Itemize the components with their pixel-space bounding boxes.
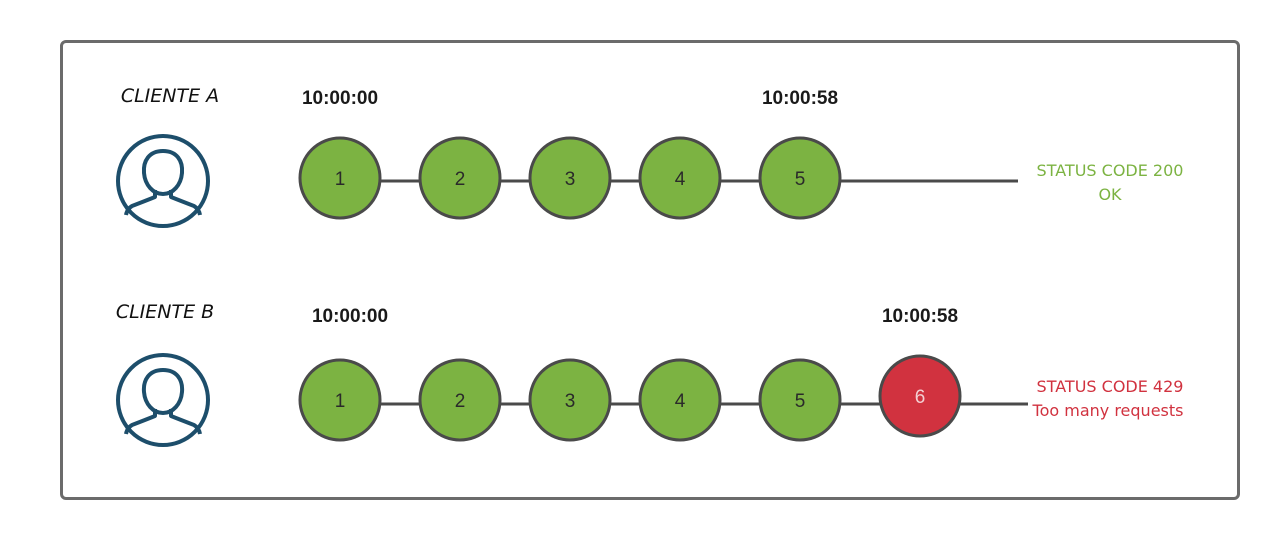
- start-time-b: 10:00:00: [312, 306, 388, 327]
- request-node-label: 4: [675, 169, 686, 190]
- request-node-label: 1: [335, 391, 346, 412]
- row-cliente-a: CLIENTE A 10:00:00 10:00:58 1 2 3 4 5: [116, 85, 1184, 228]
- request-node-label: 1: [335, 169, 346, 190]
- client-label-b: CLIENTE B: [116, 301, 214, 323]
- end-time-b: 10:00:58: [882, 306, 958, 327]
- request-node-label: 4: [675, 391, 686, 412]
- user-avatar-icon: [116, 353, 210, 447]
- request-node-label: 5: [795, 169, 806, 190]
- end-time-a: 10:00:58: [762, 88, 838, 109]
- request-node: 3: [528, 136, 612, 220]
- request-node-label: 3: [565, 391, 576, 412]
- request-node: 1: [298, 358, 382, 442]
- user-avatar-icon: [116, 134, 210, 228]
- row-cliente-b: CLIENTE B 10:00:00 10:00:58 1 2 3 4 5: [116, 301, 1184, 447]
- status-code-a: STATUS CODE 200: [1037, 161, 1184, 180]
- request-node: 4: [638, 358, 722, 442]
- request-node: 4: [638, 136, 722, 220]
- request-node: 2: [418, 136, 502, 220]
- request-node-label: 6: [915, 387, 926, 408]
- request-node: 5: [758, 136, 842, 220]
- request-node: 5: [758, 358, 842, 442]
- request-node-label: 5: [795, 391, 806, 412]
- request-node: 1: [298, 136, 382, 220]
- request-node-label: 2: [455, 169, 466, 190]
- request-node-label: 2: [455, 391, 466, 412]
- status-text-b: Too many requests: [1032, 401, 1184, 420]
- status-text-a: OK: [1098, 185, 1122, 204]
- request-node: 3: [528, 358, 612, 442]
- start-time-a: 10:00:00: [302, 88, 378, 109]
- client-label-a: CLIENTE A: [121, 85, 219, 107]
- status-code-b: STATUS CODE 429: [1037, 377, 1184, 396]
- request-node: 2: [418, 358, 502, 442]
- rejected-request-node: 6: [878, 354, 962, 438]
- request-node-label: 3: [565, 169, 576, 190]
